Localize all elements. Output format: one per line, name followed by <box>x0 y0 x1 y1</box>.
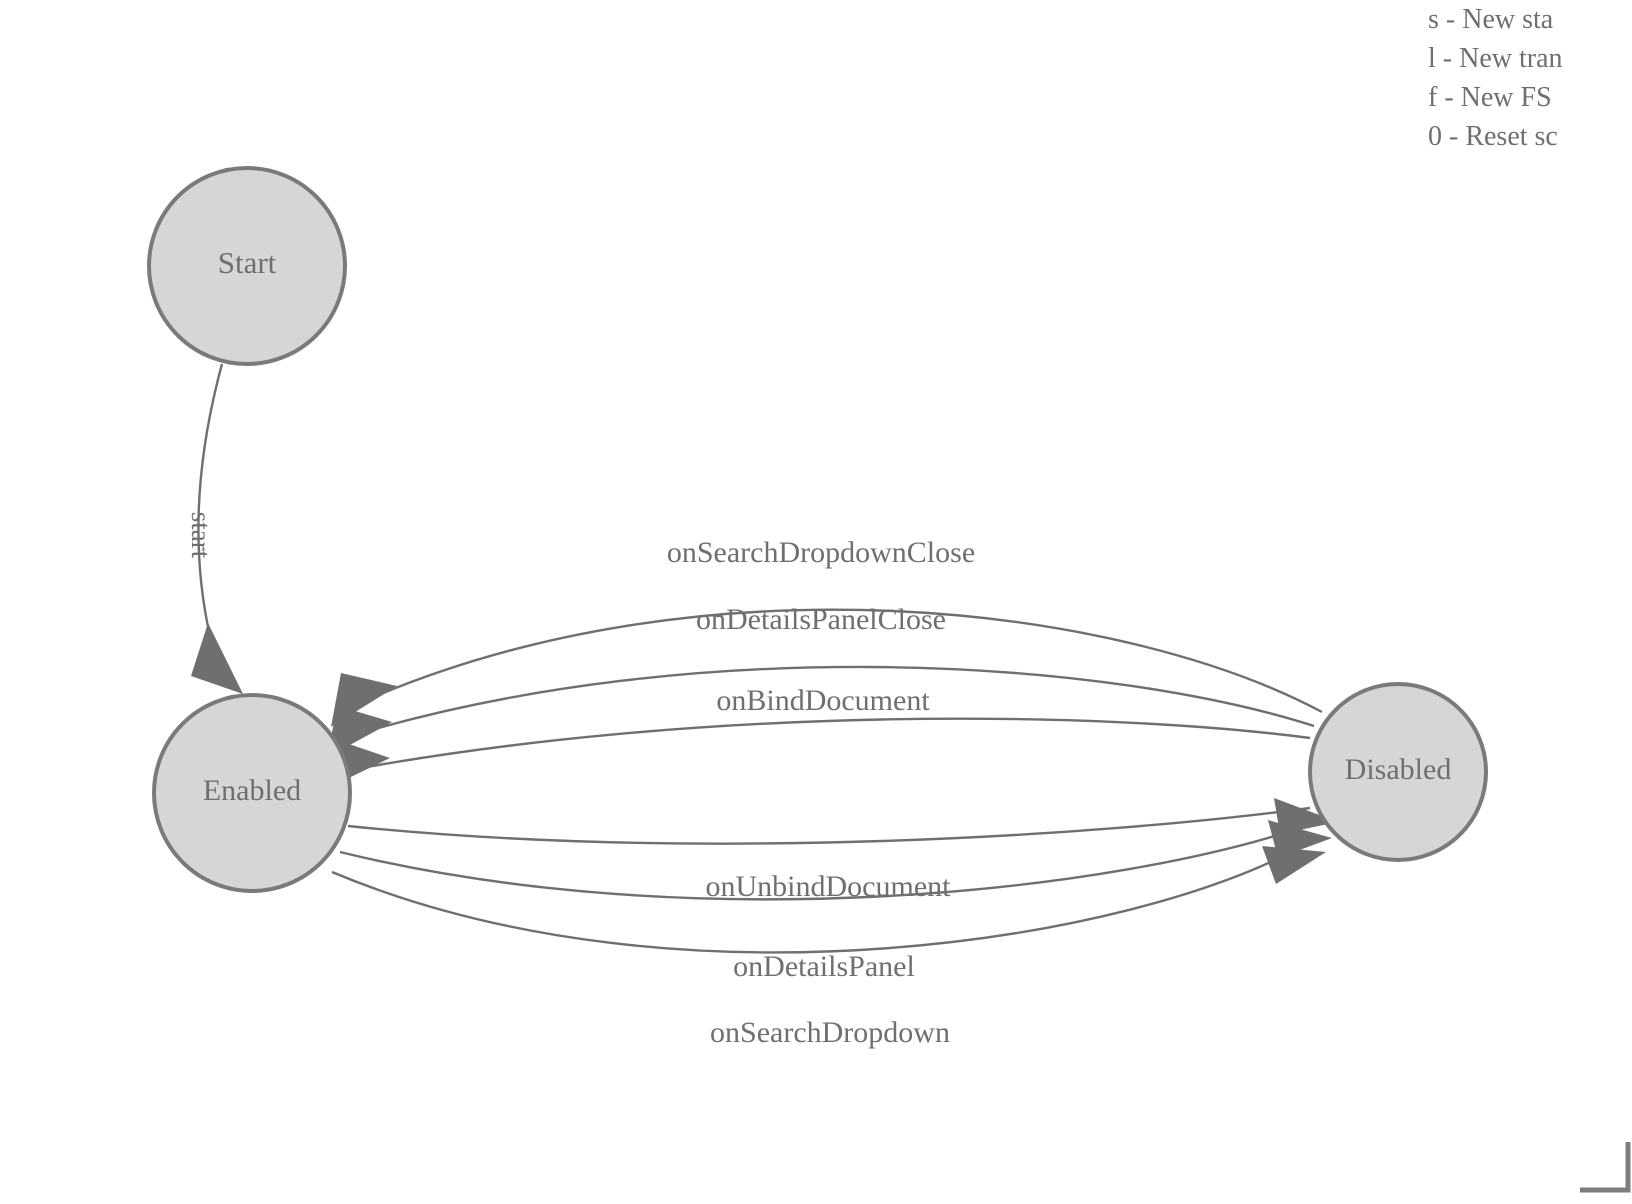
edge-label-t-start: start <box>186 512 216 559</box>
edge-path-t-searchdropdownclose[interactable] <box>361 608 1323 714</box>
edge-labels-group: start onSearchDropdownClose onDetailsPan… <box>186 512 975 1049</box>
edge-path-t-start[interactable] <box>197 363 224 661</box>
arrowhead-t-start <box>191 623 243 694</box>
edge-label-t-binddocument: onBindDocument <box>716 684 930 717</box>
state-node-disabled[interactable] <box>1308 682 1488 862</box>
state-node-start[interactable] <box>147 166 347 366</box>
edge-path-t-searchdropdown[interactable] <box>331 844 1303 954</box>
edge-path-t-detailspanel[interactable] <box>339 824 1307 901</box>
state-node-enabled[interactable] <box>152 693 352 893</box>
state-label-start: Start <box>218 245 277 280</box>
state-label-disabled: Disabled <box>1345 753 1452 786</box>
edge-label-t-searchdropdownclose: onSearchDropdownClose <box>667 536 975 569</box>
canvas-corner-bracket[interactable] <box>1580 1142 1631 1193</box>
arrowhead-t-unbinddocument <box>1274 798 1338 834</box>
edge-label-t-detailspanel: onDetailsPanel <box>733 950 915 983</box>
edges-group <box>191 363 1338 954</box>
nodes-group <box>147 166 1488 893</box>
edge-label-t-detailspanelclose: onDetailsPanelClose <box>696 603 946 636</box>
edge-path-t-binddocument[interactable] <box>349 717 1311 772</box>
node-labels-group: Start Enabled Disabled <box>203 245 1451 807</box>
edge-path-t-detailspanelclose[interactable] <box>353 665 1315 737</box>
arrowhead-t-searchdropdown <box>1262 846 1326 884</box>
edge-label-t-searchdropdown: onSearchDropdown <box>710 1016 950 1049</box>
edge-path-t-unbinddocument[interactable] <box>347 806 1311 845</box>
edge-label-t-unbinddocument: onUnbindDocument <box>706 870 952 903</box>
state-label-enabled: Enabled <box>203 774 301 807</box>
